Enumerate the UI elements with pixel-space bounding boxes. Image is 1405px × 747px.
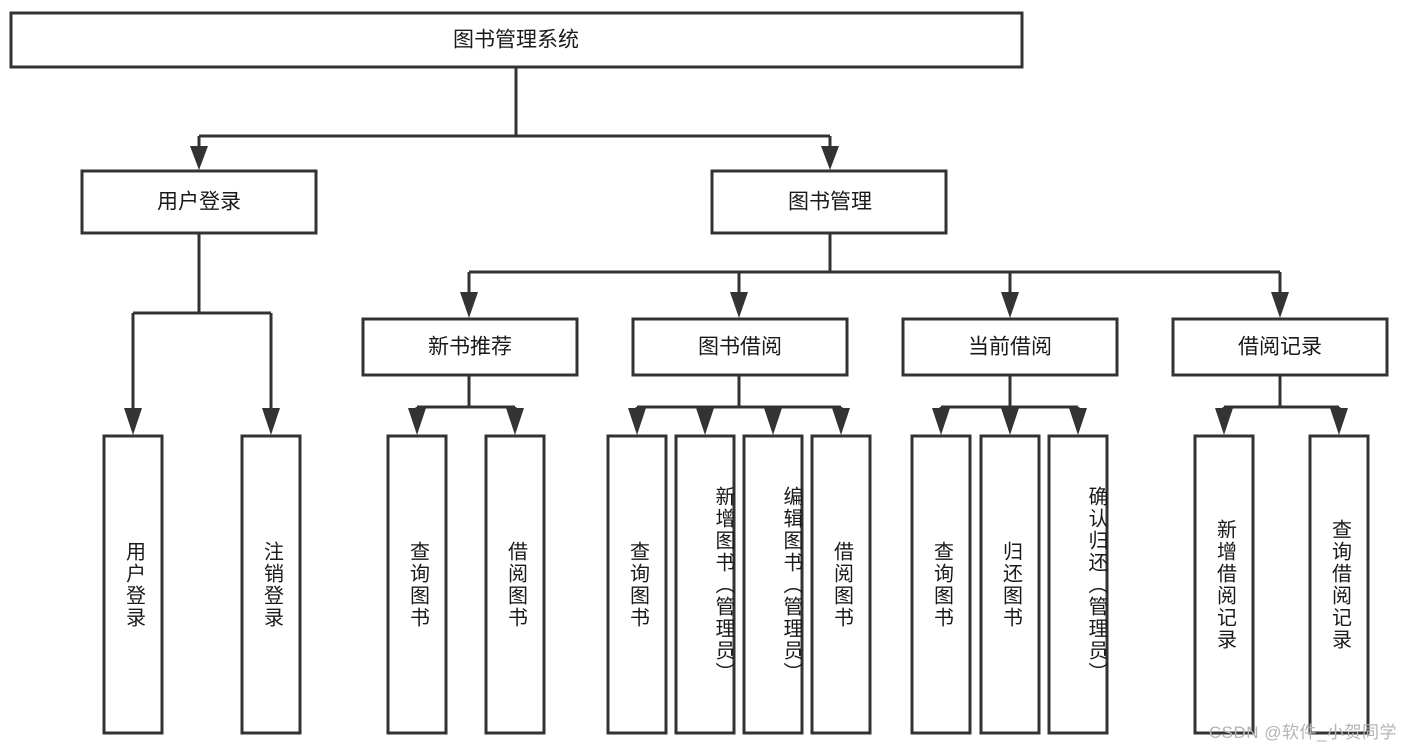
arrow-head-leaf-return-book xyxy=(1001,408,1019,435)
node-leaf-user-login-box[interactable] xyxy=(102,434,164,735)
arrow-head-user-login xyxy=(190,146,208,170)
node-leaf-return-book-box[interactable] xyxy=(979,434,1041,735)
node-user-login-box[interactable] xyxy=(80,169,318,235)
node-current-borrow-box[interactable] xyxy=(901,317,1119,377)
node-leaf-query-record-box[interactable] xyxy=(1308,434,1370,735)
node-leaf-borrow-book-1-box[interactable] xyxy=(484,434,546,735)
connector-group-new-book-recommend xyxy=(408,375,524,435)
watermark-text: CSDN @软件_小贺同学 xyxy=(1208,723,1397,742)
node-leaf-query-book-2-box[interactable] xyxy=(606,434,668,735)
node-leaf-edit-book-box[interactable] xyxy=(742,434,804,735)
arrow-head-book-manage xyxy=(821,146,839,170)
connector-group-borrow-record xyxy=(1215,375,1348,435)
node-root-box[interactable] xyxy=(9,11,1024,69)
arrow-head-leaf-add-book xyxy=(696,408,714,435)
arrow-head-current-borrow xyxy=(1001,292,1019,318)
node-current-borrow-label: 当前借阅 xyxy=(968,336,1052,359)
node-borrow-record[interactable]: 借阅记录 xyxy=(1171,317,1389,377)
arrow-head-borrow-record xyxy=(1271,292,1289,318)
arrow-head-leaf-add-record xyxy=(1215,408,1233,435)
arrow-head-book-borrow xyxy=(730,292,748,318)
node-leaf-confirm-return-box[interactable] xyxy=(1047,434,1109,735)
node-new-book-recommend-box[interactable] xyxy=(361,317,579,377)
arrow-head-leaf-query-book-2 xyxy=(628,408,646,435)
arrow-head-leaf-user-login xyxy=(124,408,142,435)
connector-group-user-login xyxy=(124,233,280,435)
arrow-head-leaf-borrow-book-2 xyxy=(832,408,850,435)
node-root[interactable]: 图书管理系统 xyxy=(9,11,1024,69)
node-leaf-query-book-1-box[interactable] xyxy=(386,434,448,735)
node-new-book-recommend-label: 新书推荐 xyxy=(428,336,512,359)
arrow-head-leaf-query-book-1 xyxy=(408,408,426,435)
node-book-manage-label: 图书管理 xyxy=(788,191,872,214)
node-book-manage[interactable]: 图书管理 xyxy=(710,169,948,235)
connector-group-book-borrow xyxy=(628,375,850,435)
connector-group-book-manage xyxy=(460,233,1289,318)
node-borrow-record-box[interactable] xyxy=(1171,317,1389,377)
node-leaf-add-record-box[interactable] xyxy=(1193,434,1255,735)
node-leaf-borrow-book-2-box[interactable] xyxy=(810,434,872,735)
node-borrow-record-label: 借阅记录 xyxy=(1238,336,1322,359)
arrow-head-leaf-edit-book xyxy=(764,408,782,435)
arrow-head-leaf-confirm-return xyxy=(1069,408,1087,435)
node-leaf-query-book-3-box[interactable] xyxy=(910,434,972,735)
node-leaf-logout-login-box[interactable] xyxy=(240,434,302,735)
node-user-login[interactable]: 用户登录 xyxy=(80,169,318,235)
connector-group-current-borrow xyxy=(932,375,1087,435)
node-leaf-add-book-box[interactable] xyxy=(674,434,736,735)
connector-group-root xyxy=(190,67,839,170)
node-user-login-label: 用户登录 xyxy=(157,191,241,214)
arrow-head-leaf-query-record xyxy=(1330,408,1348,435)
node-root-label: 图书管理系统 xyxy=(453,29,579,52)
arrow-head-leaf-query-book-3 xyxy=(932,408,950,435)
node-current-borrow[interactable]: 当前借阅 xyxy=(901,317,1119,377)
node-new-book-recommend[interactable]: 新书推荐 xyxy=(361,317,579,377)
node-book-borrow[interactable]: 图书借阅 xyxy=(631,317,849,377)
node-book-manage-box[interactable] xyxy=(710,169,948,235)
node-book-borrow-label: 图书借阅 xyxy=(698,336,782,359)
arrow-head-leaf-borrow-book-1 xyxy=(506,408,524,435)
arrow-head-leaf-logout-login xyxy=(262,408,280,435)
node-book-borrow-box[interactable] xyxy=(631,317,849,377)
arrow-head-new-book-recommend xyxy=(460,292,478,318)
